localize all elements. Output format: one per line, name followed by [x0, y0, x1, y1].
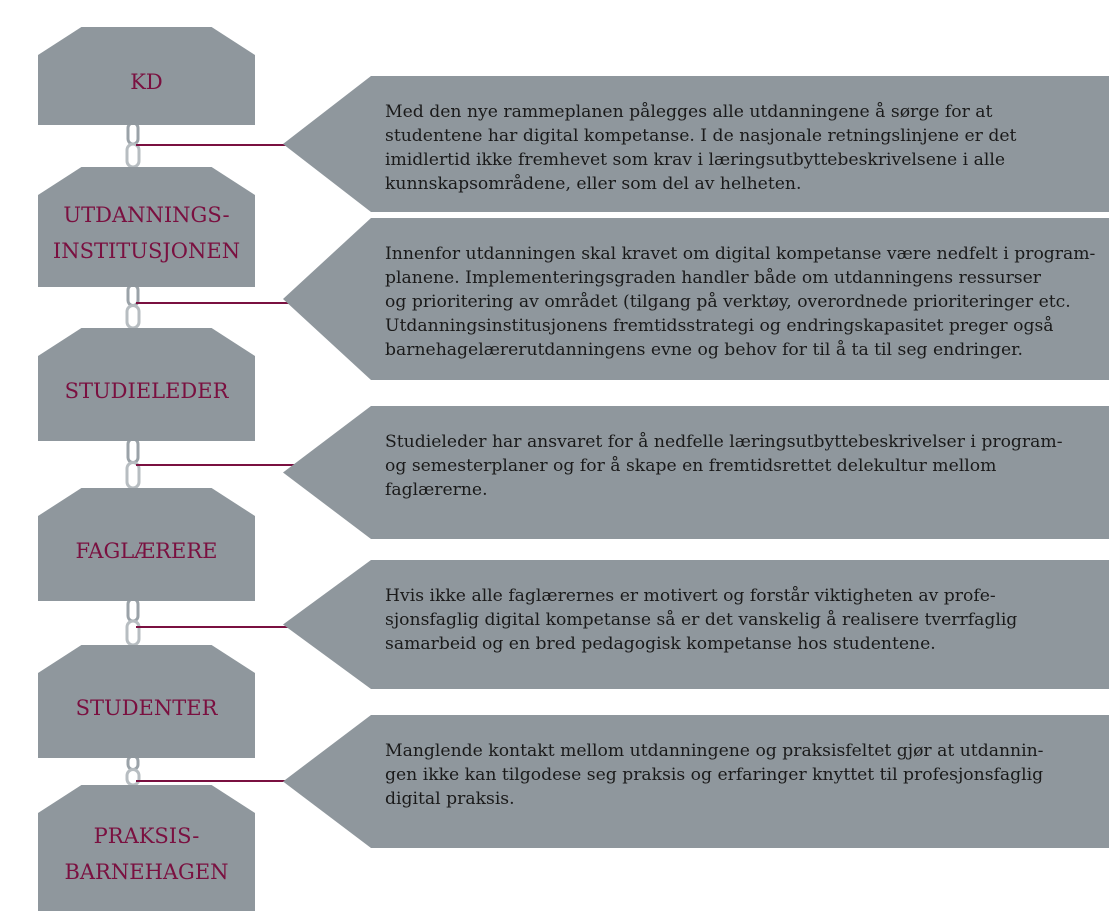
callout-text: Manglende kontakt mellom utdanningene og…: [385, 741, 1044, 809]
node-label-line: INSTITUSJONEN: [52, 239, 241, 263]
chain-link: [126, 754, 140, 771]
node-praksisbarnehagen: PRAKSIS- BARNEHAGEN: [38, 785, 255, 911]
callout-studieleder: Studieleder har ansvaret for å nedfelle …: [283, 406, 1109, 539]
node-label-line: FAGLÆRERE: [75, 538, 218, 563]
callout-utdanningsinstitusjonen: Innenfor utdanningen skal kravet om digi…: [283, 218, 1109, 380]
chain-link: [125, 461, 141, 490]
callout-faglaerere: Hvis ikke alle faglærernes er motivert o…: [283, 560, 1109, 689]
chain-link: [126, 597, 140, 623]
node-label-line: KD: [130, 70, 163, 94]
callout-kd: Med den nye rammeplanen pålegges alle ut…: [283, 76, 1109, 212]
node-label-line: UTDANNINGS-: [63, 203, 230, 227]
chain-link: [125, 768, 141, 787]
node-label-line: BARNEHAGEN: [64, 860, 229, 884]
chain-link: [125, 304, 141, 330]
node-kd: KD: [38, 27, 255, 125]
callout-studenter: Manglende kontakt mellom utdanningene og…: [283, 715, 1109, 848]
chain-link: [126, 121, 140, 146]
node-studenter: STUDENTER: [38, 645, 255, 758]
chain-link: [125, 619, 141, 647]
node-faglaerere: FAGLÆRERE: [38, 488, 255, 601]
callout-text: Med den nye rammeplanen pålegges alle ut…: [385, 102, 1017, 194]
chain-link: [126, 437, 140, 464]
node-label-line: STUDENTER: [75, 695, 218, 720]
node-label-line: STUDIELEDER: [64, 378, 229, 403]
node-studieleder: STUDIELEDER: [38, 328, 255, 441]
node-label-line: PRAKSIS-: [93, 824, 200, 848]
callout-text: Hvis ikke alle faglærernes er motivert o…: [385, 586, 1018, 654]
callout-text: Innenfor utdanningen skal kravet om digi…: [385, 244, 1096, 360]
callout-text: Studieleder har ansvaret for å nedfelle …: [385, 432, 1063, 500]
node-utdanningsinstitusjonen: UTDANNINGS- INSTITUSJONEN: [38, 167, 255, 287]
chain-link: [125, 142, 141, 169]
